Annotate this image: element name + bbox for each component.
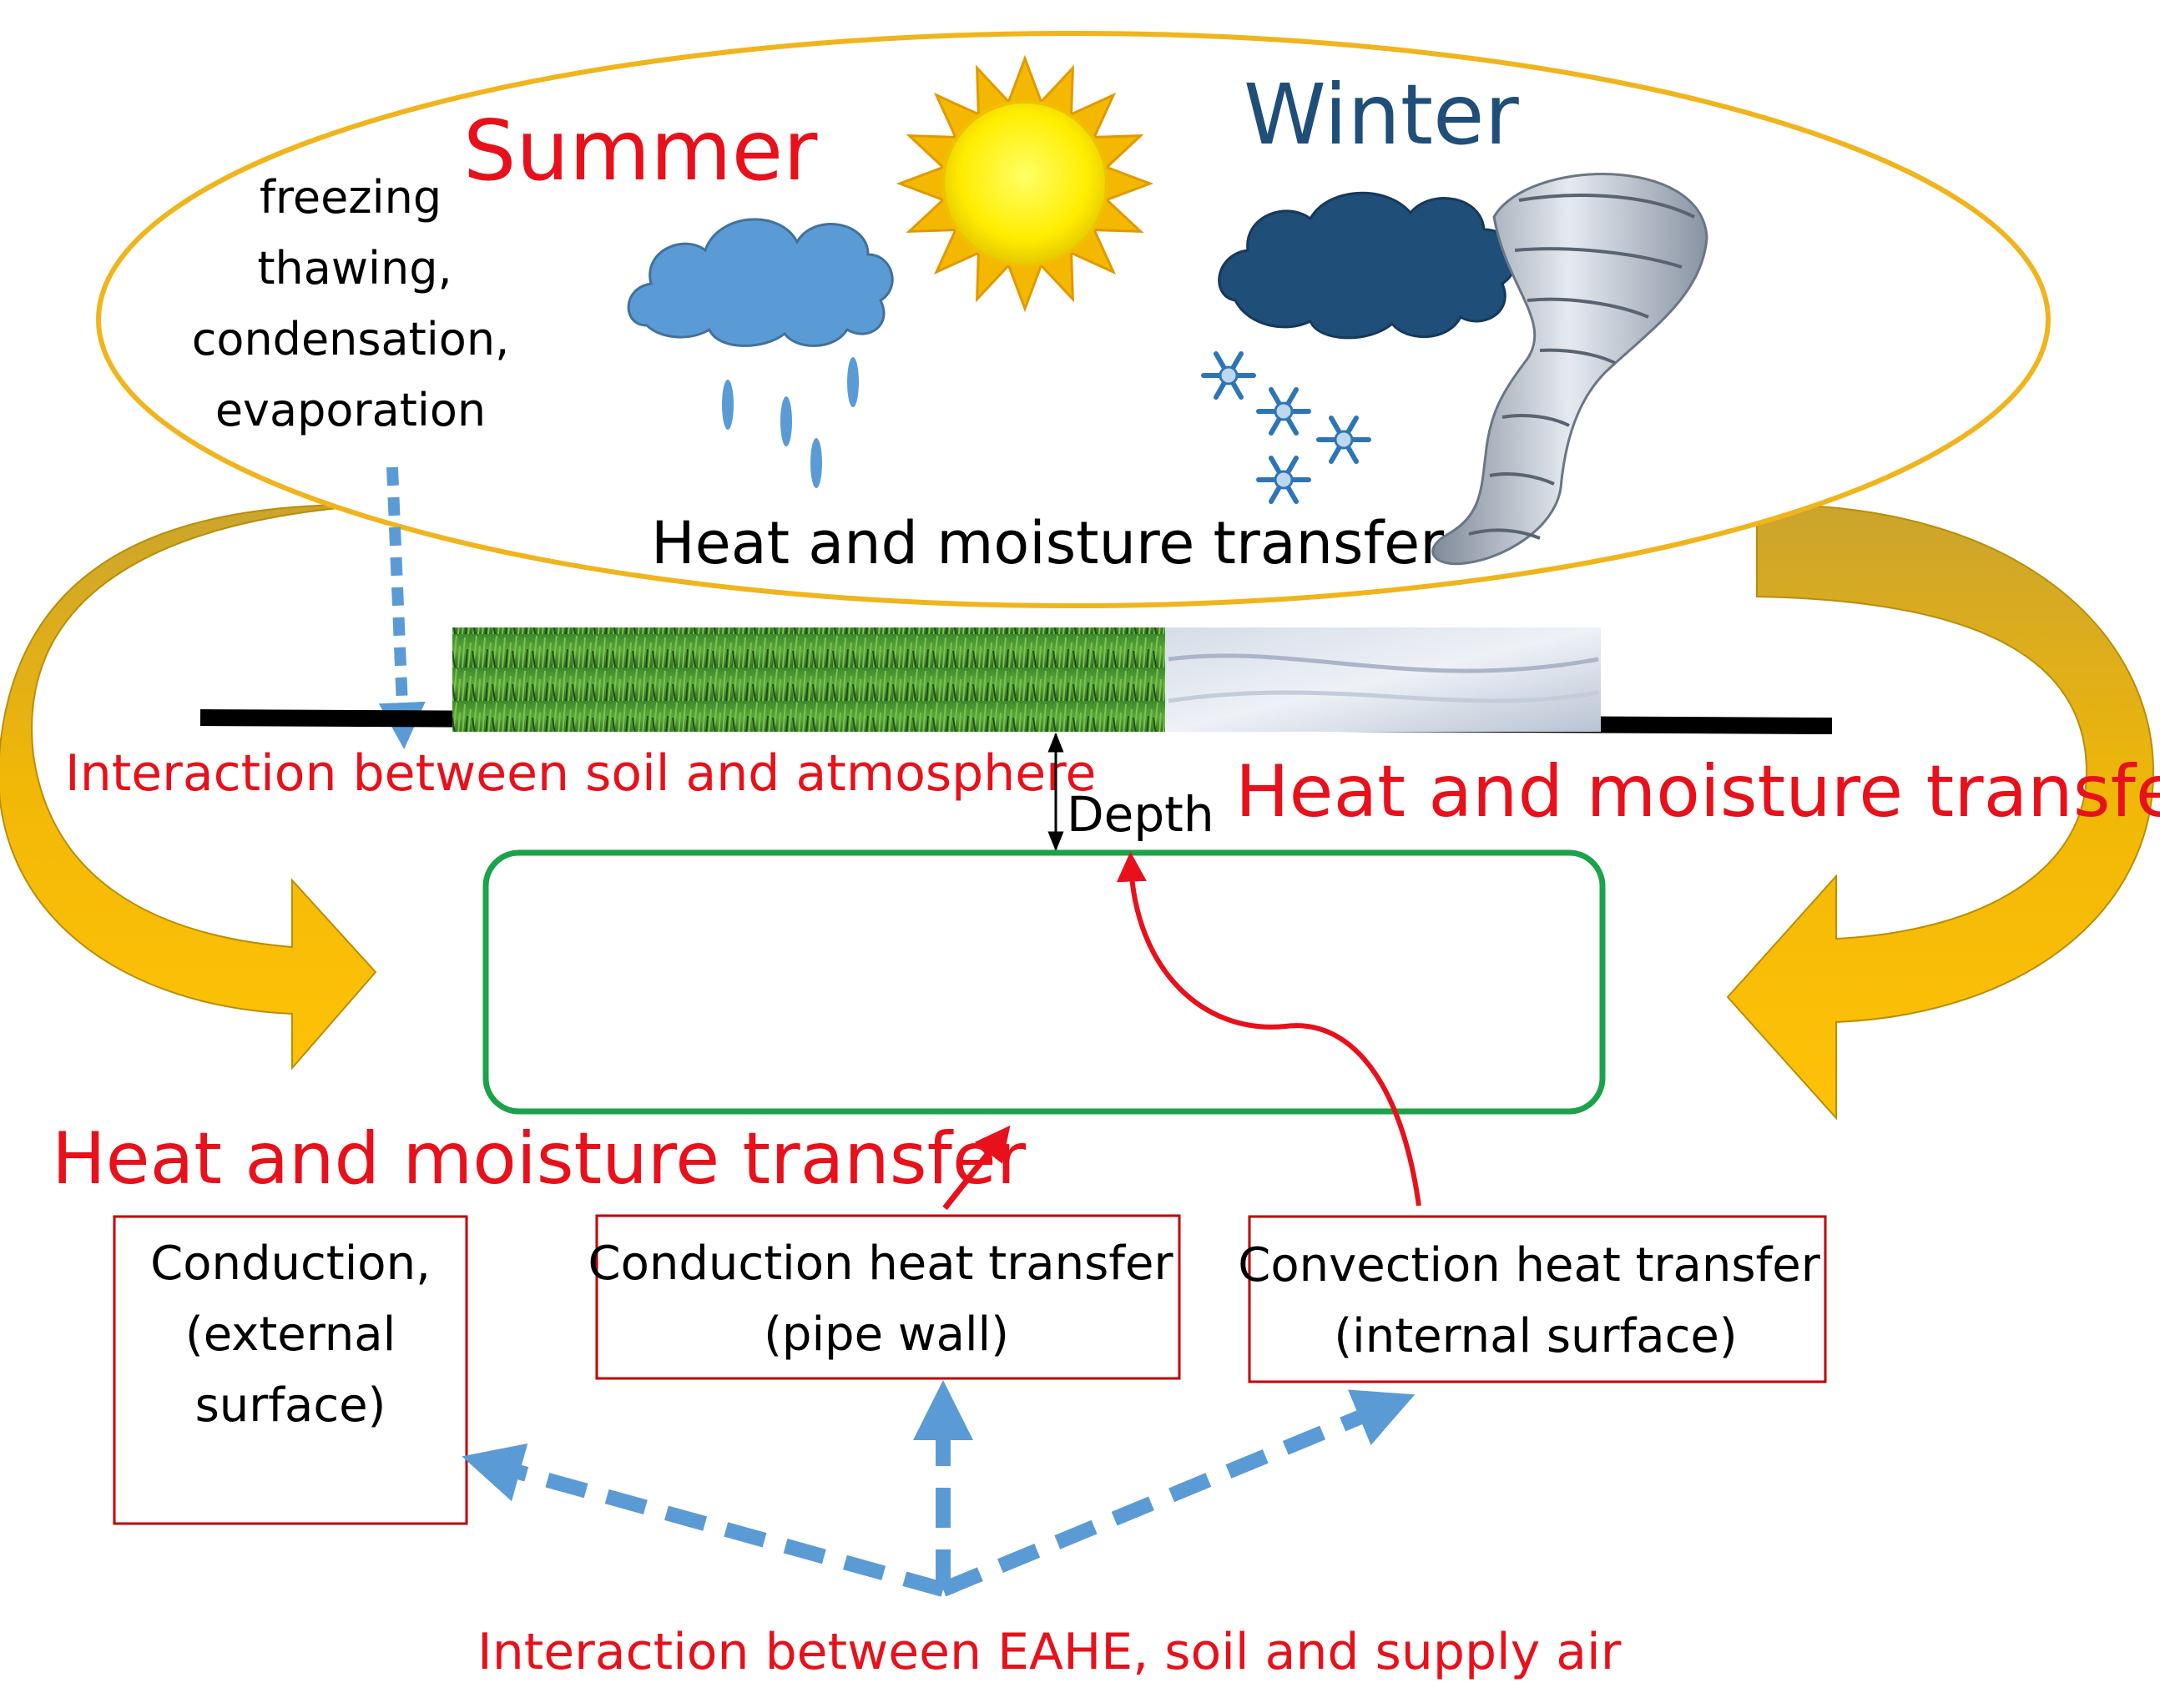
left-curved-arrow xyxy=(0,503,377,1071)
eahe-interaction-label: Interaction between EAHE, soil and suppl… xyxy=(477,1623,1622,1681)
dashed-arrow-to-internal xyxy=(940,1389,1416,1597)
external-conduction-line-3: surface) xyxy=(195,1378,386,1433)
snowflake-icon xyxy=(1316,416,1371,464)
rain-cloud-icon xyxy=(627,218,894,488)
summer-label: Summer xyxy=(463,102,818,199)
snowflakes-group xyxy=(1201,351,1371,504)
pipe-heat-moisture-label: Heat and moisture transfer xyxy=(52,1117,1027,1201)
phase-change-line-3: condensation, xyxy=(192,313,510,365)
pipe-wall-red-arrow xyxy=(942,1125,1011,1211)
pipe-wall-conduction-line-2: (pipe wall) xyxy=(764,1307,1009,1362)
snow-drift-line xyxy=(1168,653,1599,673)
pipe-wall-conduction-box xyxy=(595,1214,1181,1380)
tornado-icon xyxy=(1431,173,1708,566)
raindrop-icon xyxy=(780,396,792,446)
pipe-wall-conduction-line-1: Conduction heat transfer xyxy=(588,1237,1174,1291)
raindrop-icon xyxy=(847,357,859,407)
pipe-rectangle xyxy=(482,849,1606,1115)
dashed-arrow-to-external xyxy=(462,1443,946,1597)
grass-patch xyxy=(452,627,1165,732)
sun-icon xyxy=(896,54,1154,313)
winter-label: Winter xyxy=(1244,66,1520,164)
right-heat-moisture-label: Heat and moisture transfer xyxy=(1235,750,2160,834)
internal-convection-line-1: Convection heat transfer xyxy=(1238,1238,1820,1292)
internal-convection-box xyxy=(1248,1215,1827,1383)
external-conduction-line-1: Conduction, xyxy=(150,1237,431,1291)
snowflake-icon xyxy=(1201,351,1256,400)
external-conduction-box xyxy=(113,1215,468,1525)
external-conduction-line-2: (external xyxy=(185,1307,396,1362)
depth-label: Depth xyxy=(1067,786,1214,843)
phase-change-line-2: thawing, xyxy=(257,242,452,295)
raindrop-icon xyxy=(810,438,822,488)
snowflake-icon xyxy=(1256,387,1311,436)
sky-to-ground-dashed-arrow xyxy=(378,466,426,749)
sun-disc xyxy=(941,100,1108,267)
raindrop-icon xyxy=(722,380,734,430)
snow-drift-line xyxy=(1168,690,1599,703)
sky-caption: Heat and moisture transfer xyxy=(651,509,1444,577)
phase-change-line-4: evaporation xyxy=(215,384,486,436)
snow-patch xyxy=(1165,627,1601,732)
snowflake-icon xyxy=(1256,456,1311,504)
right-curved-arrow xyxy=(1726,503,2155,1121)
phase-change-line-1: freezing xyxy=(260,171,442,224)
convection-to-soil-red-arrow xyxy=(1116,851,1421,1207)
soil-atmosphere-interaction-label: Interaction between soil and atmosphere xyxy=(65,744,1096,803)
internal-convection-line-2: (internal surface) xyxy=(1334,1309,1737,1363)
